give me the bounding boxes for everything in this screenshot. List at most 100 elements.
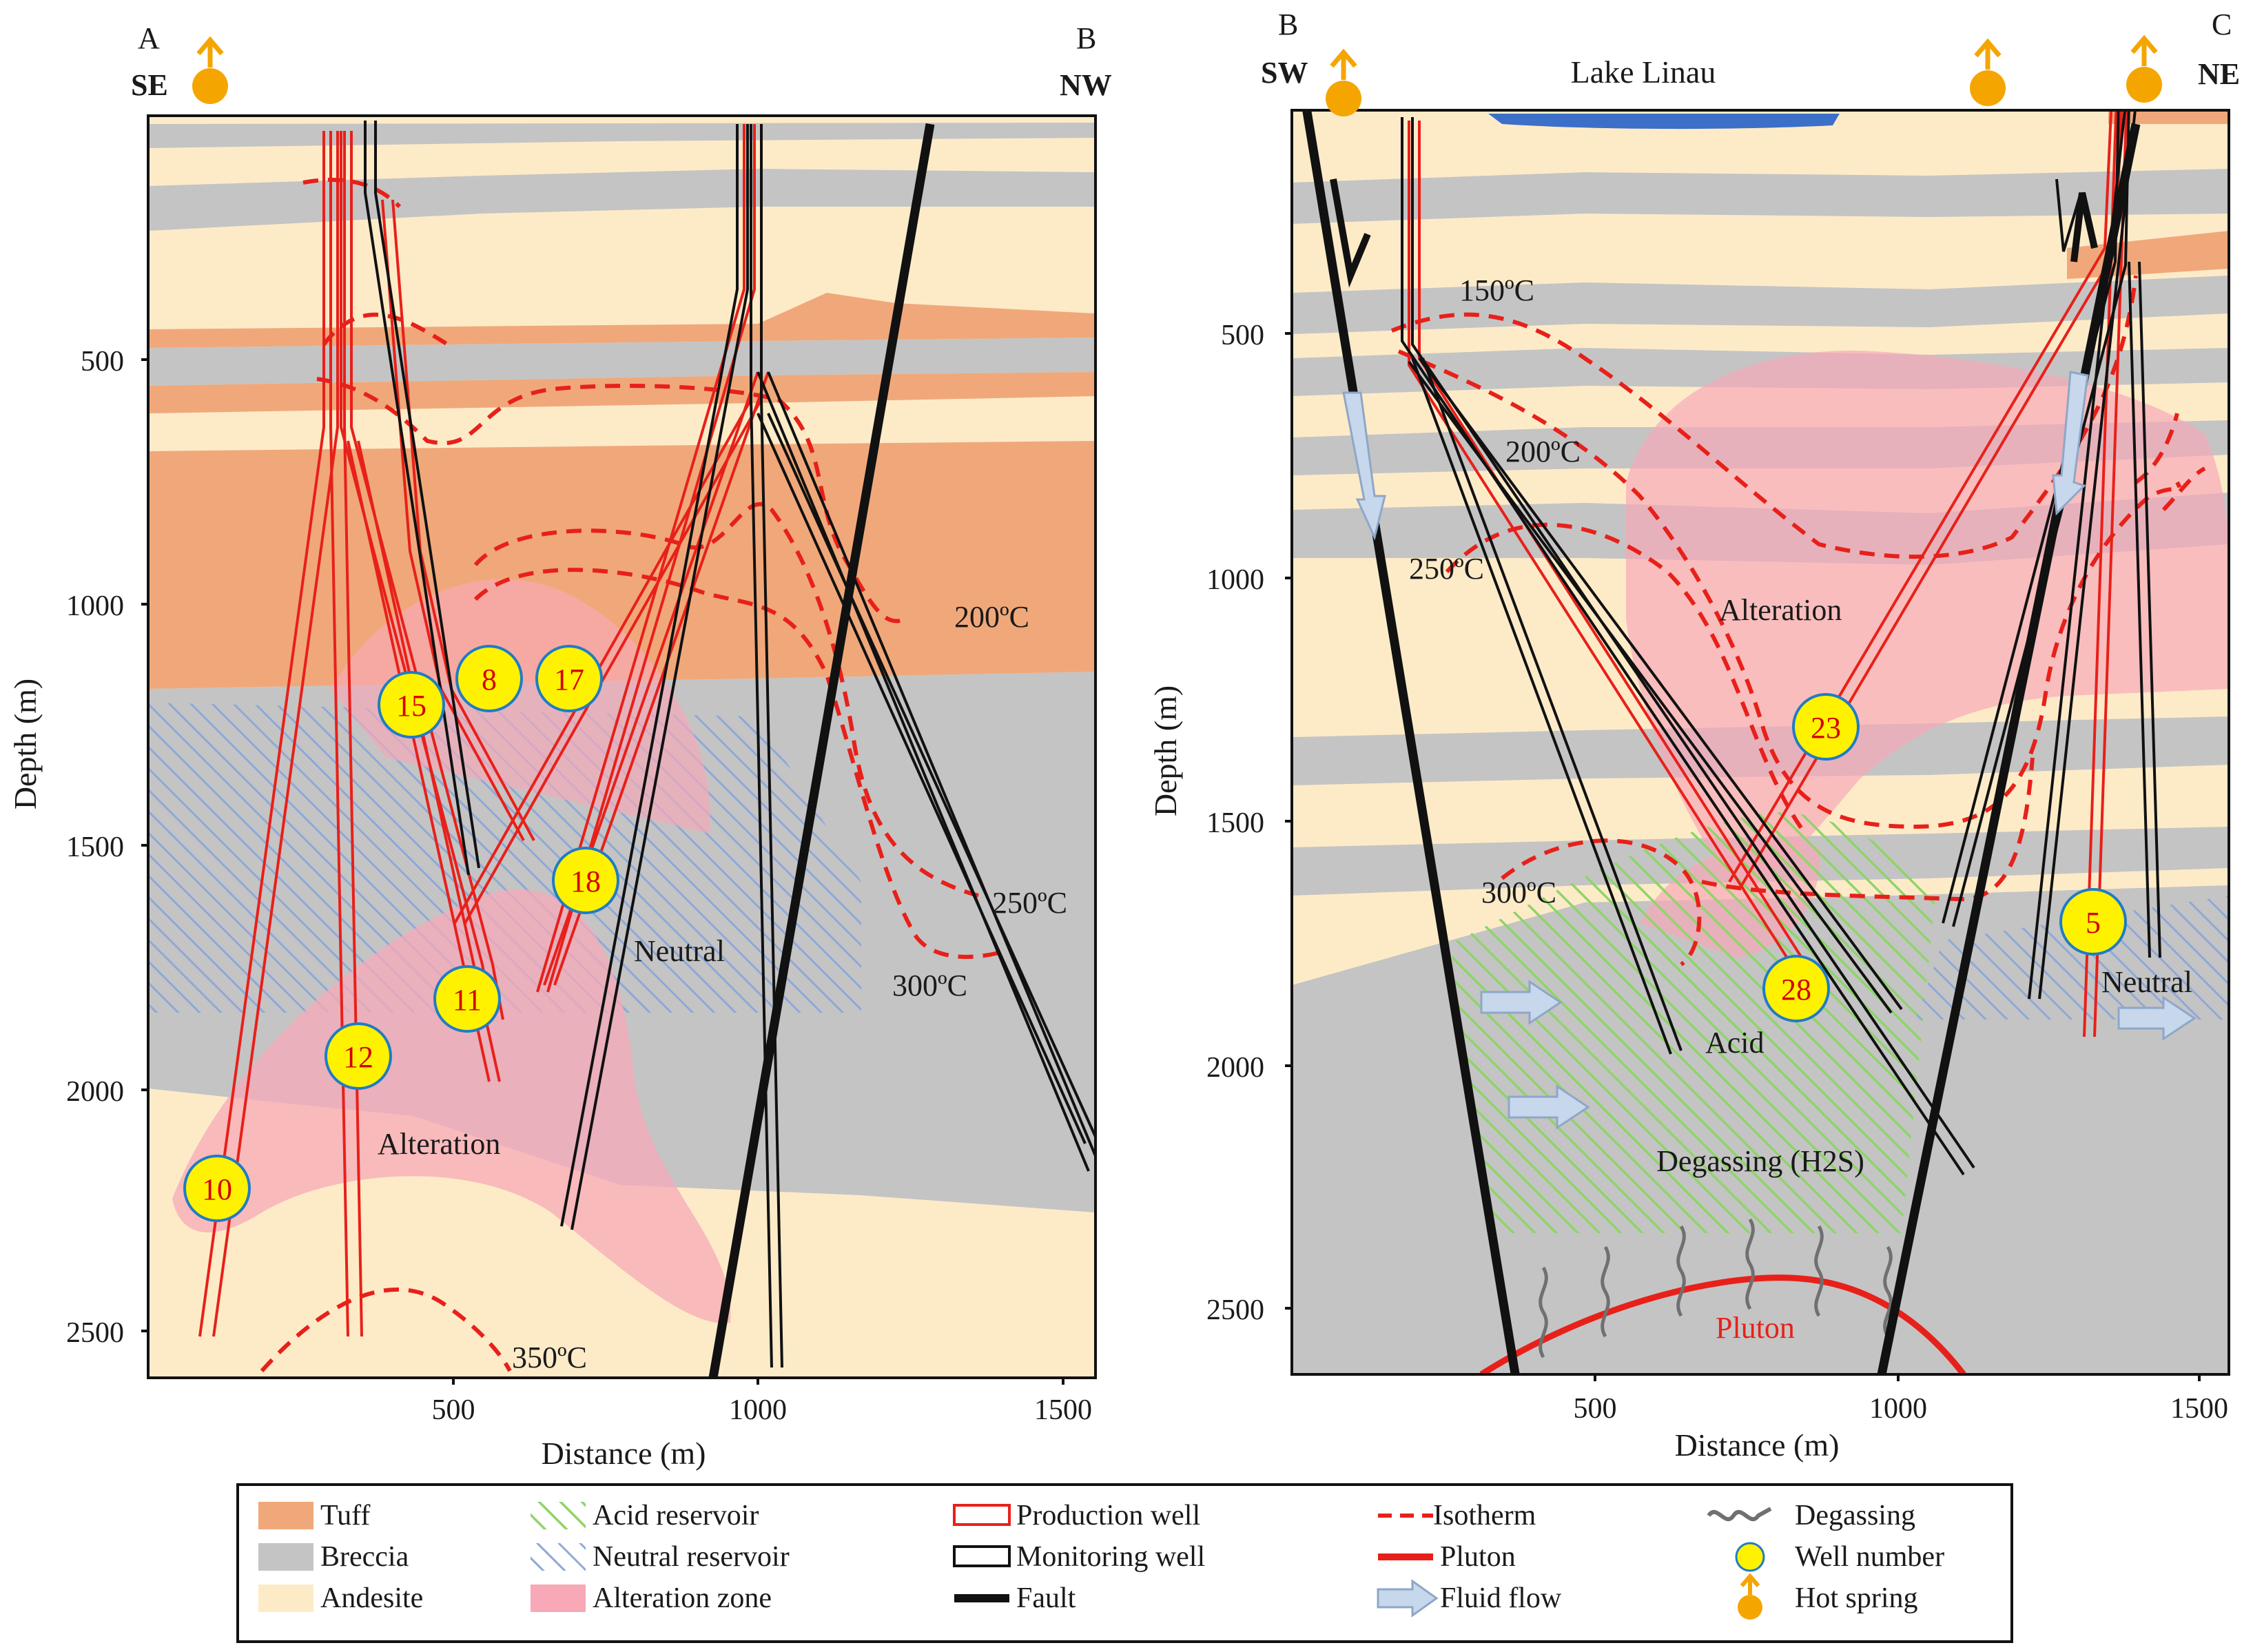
tuff-band [2108, 110, 2229, 124]
svg-text:12: 12 [343, 1040, 373, 1074]
isotherm-label: 150ºC [1459, 273, 1534, 307]
isotherm-label: 250ºC [992, 886, 1067, 920]
y-tick: 500 [1221, 320, 1264, 351]
fault-line [708, 123, 935, 1378]
y-tick: 1500 [1206, 807, 1264, 839]
fluid-flow-icon [1377, 1579, 1439, 1618]
right-label-end: C [2212, 8, 2232, 41]
legend-label: Degassing [1795, 1500, 1915, 1531]
x-tick: 1000 [1869, 1393, 1927, 1425]
fault-arrow [1330, 178, 1371, 288]
degassing-icon [1707, 1507, 1772, 1522]
fault-line [1302, 110, 1520, 1374]
legend-label: Fault [1016, 1582, 1076, 1614]
breccia-band [1292, 276, 2229, 334]
x-tick: 500 [432, 1394, 475, 1426]
right-y-axis-label: Depth (m) [1148, 685, 1183, 816]
well-number-icon [1735, 1542, 1765, 1572]
left-label-end: B [1076, 21, 1096, 55]
hot-spring-icon [192, 36, 228, 104]
andesite-swatch [258, 1584, 313, 1612]
y-tick: 1000 [1206, 564, 1264, 596]
hot-spring-icon [2126, 34, 2162, 103]
well-marker: 15 [378, 671, 445, 739]
fault-line [1877, 123, 2141, 1374]
x-tick: 1000 [729, 1394, 787, 1426]
well-marker: 18 [552, 847, 619, 914]
well-marker: 11 [433, 965, 501, 1033]
zone-label-alteration: Alteration [1719, 593, 1842, 627]
legend-label: Alteration zone [593, 1582, 772, 1614]
neutral-reservoir [1915, 896, 2229, 1020]
x-tick: 1500 [1034, 1394, 1092, 1426]
well-marker: 8 [455, 645, 523, 712]
alteration-zone [172, 889, 731, 1323]
y-tick: 1000 [66, 590, 124, 622]
left-frame [147, 114, 1097, 1379]
lake [1488, 114, 1840, 130]
well-marker: 17 [535, 645, 603, 712]
monitoring-well-icon [953, 1545, 1011, 1567]
zone-label-alteration: Alteration [378, 1127, 500, 1161]
x-tick: 500 [1574, 1393, 1617, 1425]
legend: Tuff Breccia Andesite Acid reservoir Neu… [236, 1483, 2013, 1643]
legend-label: Hot spring [1795, 1582, 1918, 1614]
well-marker: 5 [2059, 888, 2127, 956]
legend-label: Well number [1795, 1541, 1944, 1573]
isotherms [1390, 275, 2206, 967]
svg-text:18: 18 [570, 865, 601, 898]
svg-text:23: 23 [1811, 711, 1841, 745]
legend-label: Fluid flow [1440, 1582, 1562, 1614]
legend-label: Production well [1016, 1500, 1200, 1531]
isotherm-label: 350ºC [512, 1341, 587, 1374]
production-well-icon [953, 1504, 1011, 1526]
degassing-arrows [1539, 1218, 1893, 1359]
legend-label: Acid reservoir [593, 1500, 759, 1531]
left-y-axis-label: Depth (m) [8, 679, 43, 809]
zone-label-neutral: Neutral [2101, 965, 2192, 999]
right-x-axis-label: Distance (m) [1675, 1427, 1840, 1463]
well-marker: 12 [325, 1022, 392, 1090]
isotherm-label: 200ºC [954, 600, 1029, 634]
left-dir-end: NW [1060, 68, 1112, 102]
legend-label: Monitoring well [1016, 1541, 1205, 1573]
monitoring-wells [364, 121, 1095, 1368]
zone-label-acid: Acid [1705, 1026, 1765, 1060]
alteration-zone-swatch [531, 1584, 586, 1612]
tuff-band [148, 372, 1095, 413]
right-frame [1290, 109, 2230, 1376]
breccia-band [148, 123, 1095, 148]
zone-label-neutral: Neutral [634, 934, 725, 968]
svg-text:15: 15 [396, 689, 426, 723]
legend-label: Pluton [1440, 1541, 1516, 1573]
breccia-band [148, 338, 1095, 386]
isotherm-label: 300ºC [1481, 876, 1556, 909]
breccia-band [1292, 169, 2229, 224]
legend-label: Neutral reservoir [593, 1541, 790, 1573]
left-label-start: A [138, 21, 160, 55]
right-section: B SW C NE Lake Linau 500 1000 1500 2000 … [1148, 8, 2240, 1463]
x-tick: 1500 [2170, 1393, 2228, 1425]
y-tick: 500 [81, 346, 124, 378]
legend-label: Isotherm [1433, 1500, 1536, 1531]
svg-text:5: 5 [2086, 906, 2101, 940]
well-marker: 10 [183, 1155, 251, 1222]
legend-label: Tuff [320, 1500, 370, 1531]
neutral-reservoir-swatch [531, 1543, 586, 1571]
isotherm-label: 200ºC [1505, 435, 1581, 468]
left-dir-start: SE [131, 68, 168, 102]
svg-text:10: 10 [202, 1173, 232, 1206]
right-dir-end: NE [2198, 57, 2240, 91]
well-marker: 23 [1792, 693, 1860, 761]
fault-arrow [2070, 192, 2098, 262]
left-section: A SE B NW 500 1000 1500 2000 2500 500 10… [8, 21, 1112, 1471]
tick-marks [1285, 332, 2201, 1381]
zone-label-pluton: Pluton [1716, 1311, 1795, 1345]
hot-spring-icon [1970, 38, 2006, 106]
y-tick: 2500 [1206, 1294, 1264, 1326]
well-markers: 23 28 5 [1762, 693, 2127, 1022]
y-tick: 1500 [66, 832, 124, 863]
svg-text:8: 8 [482, 663, 497, 696]
well-markers: 15 8 17 18 11 12 10 [183, 645, 619, 1222]
